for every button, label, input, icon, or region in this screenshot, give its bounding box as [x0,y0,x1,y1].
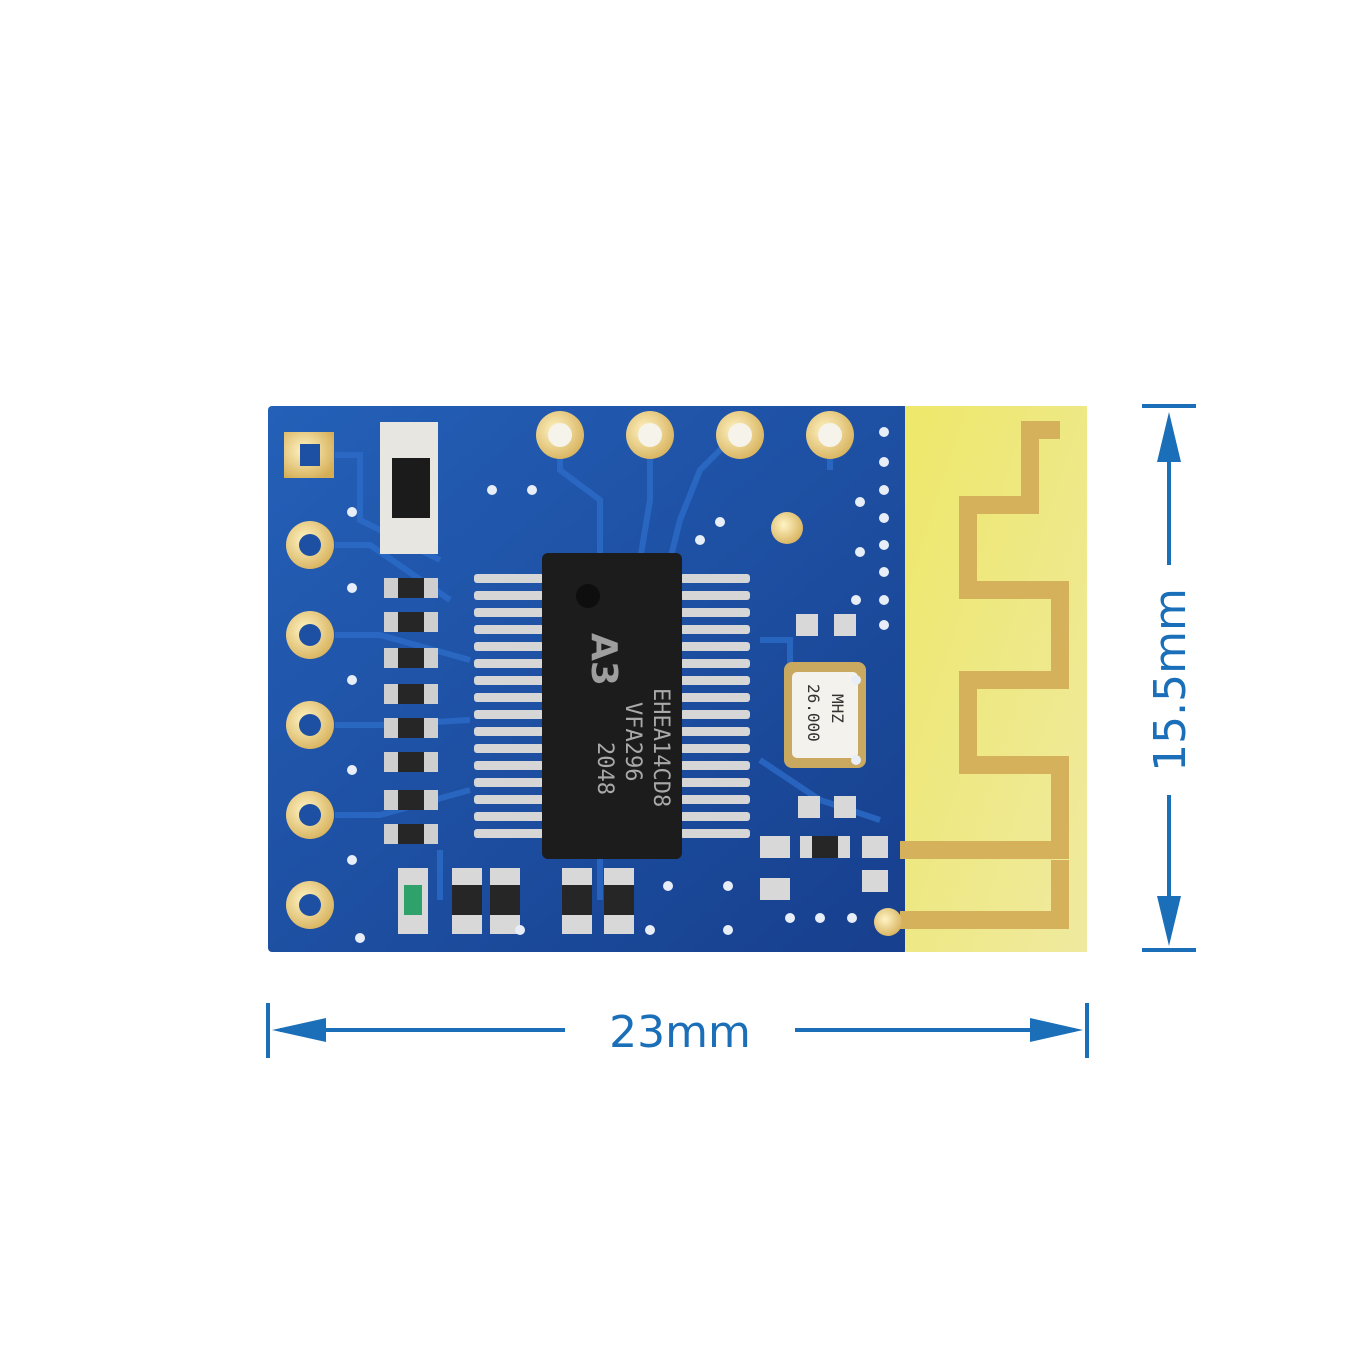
via [855,547,865,557]
via [347,583,357,593]
chip-logo: A3 [583,633,624,686]
smd-components-left [384,578,438,844]
antenna-area [874,406,1087,952]
ic-pin [680,812,750,821]
ic-pin [474,676,544,685]
via [879,513,889,523]
via [879,620,889,630]
via [663,881,673,891]
vias [347,427,889,943]
ic-pin [680,761,750,770]
ic-pin [474,625,544,634]
transistor [380,422,438,554]
ic-pin [680,744,750,753]
via [879,485,889,495]
via [515,925,525,935]
ic-pin [680,795,750,804]
crystal-oscillator [784,662,866,768]
via [879,457,889,467]
chip-marking-line3: 2048 [592,742,617,795]
via [695,535,705,545]
ic-pin [474,727,544,736]
main-ic [474,553,750,859]
ic-pin [680,642,750,651]
chip-marking-line1: EHEA14CD8 [648,688,673,807]
crystal-frequency: 26.000 [804,684,823,742]
ic-pin [474,608,544,617]
via [879,540,889,550]
ic-pin [474,659,544,668]
width-dimension [266,1003,1089,1058]
via [855,497,865,507]
ic-pin [680,659,750,668]
via [879,595,889,605]
via [487,485,497,495]
via [851,755,861,765]
top-pads [536,411,854,544]
via [355,933,365,943]
via [347,765,357,775]
ic-pin [474,778,544,787]
crystal-unit: MHZ [828,694,847,723]
smd-components-bottom [398,614,888,934]
via [847,913,857,923]
via [645,925,655,935]
via [851,595,861,605]
via [347,855,357,865]
ic-pin [680,608,750,617]
ic-pin [680,591,750,600]
ic-pin [680,778,750,787]
ic-pin [474,829,544,838]
via [785,913,795,923]
ic-pin [474,710,544,719]
ic-pin [680,727,750,736]
ic-pin [474,795,544,804]
via [527,485,537,495]
height-dimension [1142,404,1196,952]
width-label: 23mm [609,1007,751,1058]
via [815,913,825,923]
via [851,675,861,685]
ic-pin [474,812,544,821]
chip-marking-line2: VFA296 [620,702,645,781]
ic-pin [474,744,544,753]
ic-pin [680,574,750,583]
ic-pin [680,710,750,719]
ic-pin [474,574,544,583]
via [715,517,725,527]
via [879,567,889,577]
ic-pin [680,693,750,702]
ic-pin [474,642,544,651]
ic-pin [680,829,750,838]
ic-pin [680,676,750,685]
via [347,675,357,685]
via [723,881,733,891]
via [723,925,733,935]
via [347,507,357,517]
ic-pin [474,591,544,600]
ic-pin [474,693,544,702]
edge-pads [284,432,334,929]
ic-pin [474,761,544,770]
height-label: 15.5mm [1145,588,1196,772]
ic-pin [680,625,750,634]
via [879,427,889,437]
